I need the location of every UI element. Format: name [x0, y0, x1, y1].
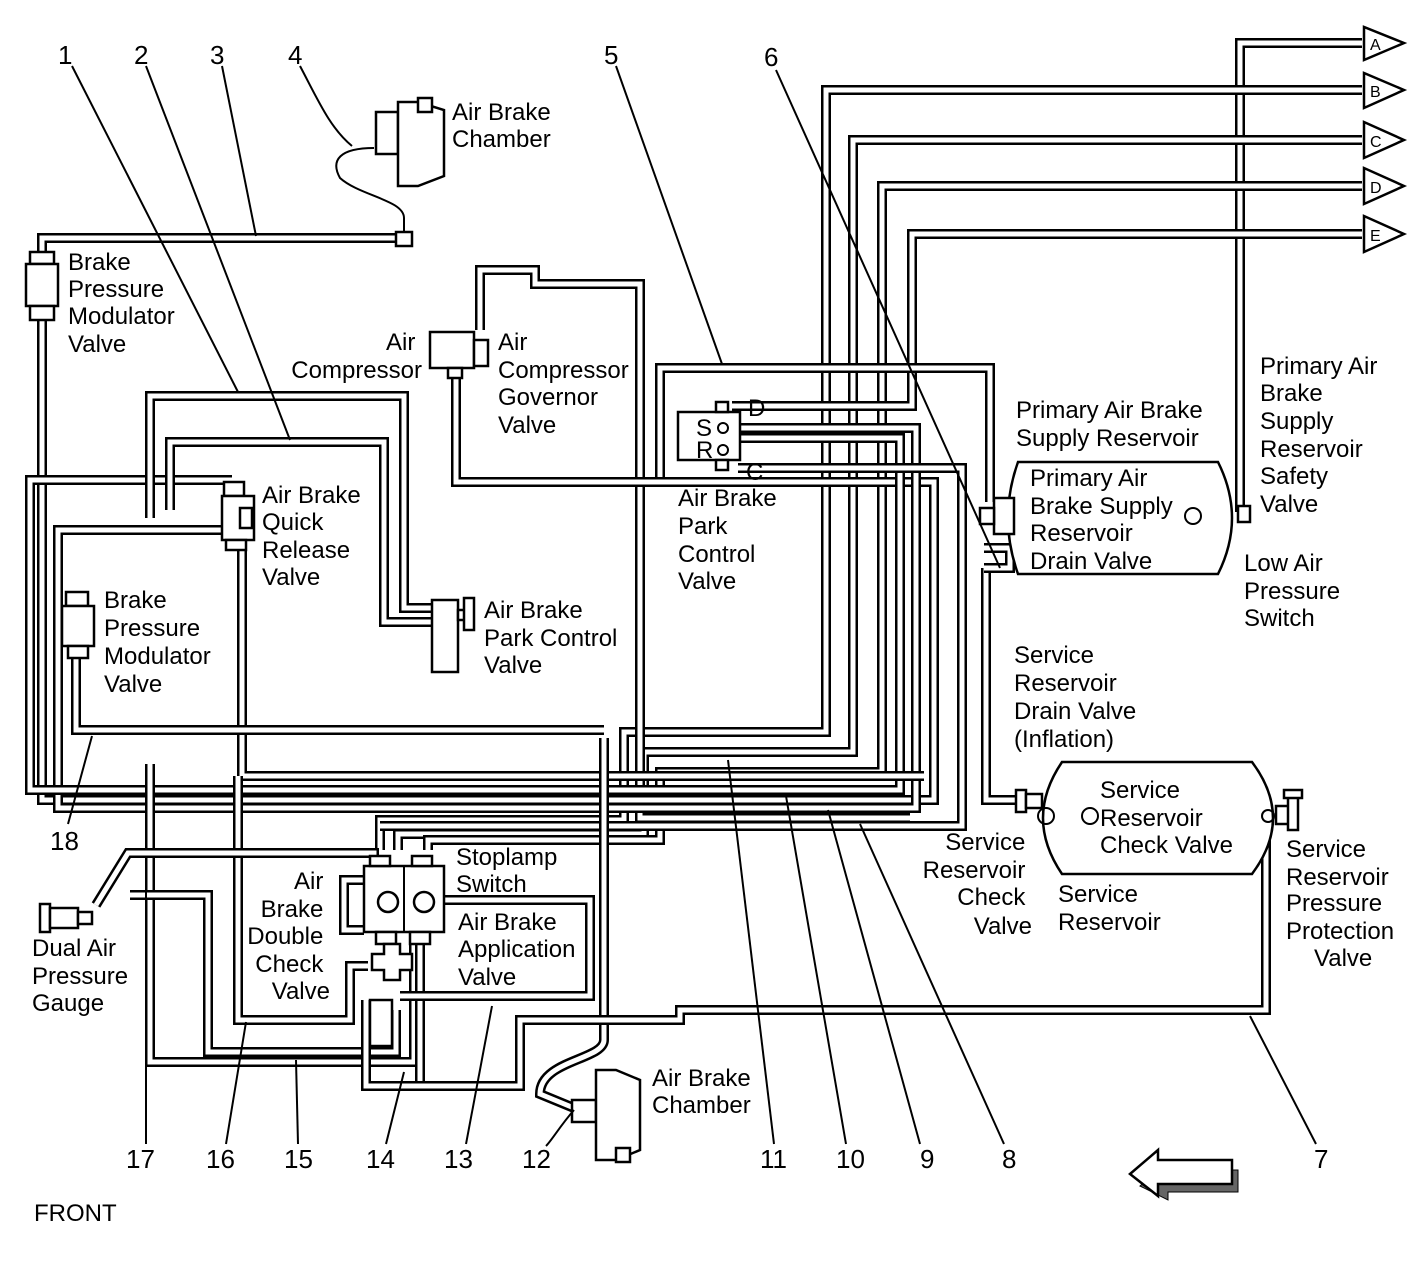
callout-5: 5 [604, 40, 618, 70]
connector-b: B [1370, 84, 1381, 101]
label-primary-air-brake-supply-reservoir-drain-valve: Primary Air Brake Supply Reservoir Drain… [1030, 465, 1179, 575]
callout-8: 8 [1002, 1144, 1016, 1174]
air-brake-chamber-top [374, 96, 446, 248]
label-air-compressor-governor-valve: Air Compressor Governor Valve [498, 329, 635, 439]
label-air-brake-double-check-valve: Air Brake Double Check Valve [247, 868, 330, 1005]
dual-air-pressure-gauge [38, 902, 94, 934]
brake-pressure-modulator-valve-mid [60, 590, 96, 660]
park-valve-port-c: C [746, 459, 763, 486]
callout-11: 11 [760, 1144, 787, 1174]
air-brake-chamber-bottom [570, 1068, 642, 1164]
park-valve-port-d: D [748, 395, 765, 422]
callout-7: 7 [1314, 1144, 1328, 1174]
connector-a: A [1370, 37, 1381, 54]
label-air-brake-quick-release-valve: Air Brake Quick Release Valve [262, 482, 367, 591]
label-service-reservoir: Service Reservoir [1058, 881, 1161, 936]
callout-17: 17 [126, 1144, 155, 1174]
label-air-compressor: Air Compressor [291, 329, 422, 384]
callout-leaders [67, 65, 1317, 1147]
callout-6: 6 [764, 42, 778, 72]
label-low-air-pressure-switch: Low Air Pressure Switch [1244, 550, 1347, 632]
front-label: FRONT [34, 1200, 117, 1227]
primary-air-brake-supply-reservoir [978, 460, 1252, 576]
callout-15: 15 [284, 1144, 313, 1174]
label-brake-pressure-modulator-valve-top: Brake Pressure Modulator Valve [68, 249, 181, 358]
label-primary-air-brake-supply-reservoir-safety-valve: Primary Air Brake Supply Reservoir Safet… [1260, 353, 1384, 518]
callout-16: 16 [206, 1144, 235, 1174]
label-service-reservoir-check-valve-inner: Service Reservoir Check Valve [1100, 777, 1233, 859]
connector-d: D [1370, 180, 1382, 197]
callout-3: 3 [210, 40, 224, 70]
connector-c: C [1370, 134, 1382, 151]
air-brake-park-control-valve-center: S R D C [676, 395, 765, 486]
label-service-reservoir-check-valve-outer: Service Reservoir Check Valve [923, 829, 1032, 940]
callout-14: 14 [366, 1144, 395, 1174]
callout-9: 9 [920, 1144, 934, 1174]
label-primary-air-brake-supply-reservoir: Primary Air Brake Supply Reservoir [1016, 397, 1209, 452]
connector-arrows: A B C D E [1362, 25, 1408, 254]
label-dual-air-pressure-gauge: Dual Air Pressure Gauge [32, 935, 135, 1017]
label-air-brake-chamber-top: Air Brake Chamber [452, 99, 557, 153]
callout-10: 10 [836, 1144, 865, 1174]
label-service-reservoir-pressure-protection-valve: Service Reservoir Pressure Protection Va… [1286, 836, 1401, 972]
component-labels: Air Brake Chamber Brake Pressure Modulat… [32, 99, 1401, 1227]
brake-pressure-modulator-valve-top [24, 250, 60, 322]
air-brake-quick-release-valve [220, 480, 256, 552]
connector-e: E [1370, 228, 1381, 245]
label-brake-pressure-modulator-valve-mid: Brake Pressure Modulator Valve [104, 587, 217, 698]
label-air-brake-application-valve: Air Brake Application Valve [458, 909, 582, 991]
air-brake-double-check-valve [368, 942, 414, 1048]
service-reservoir [1014, 760, 1304, 876]
callout-12: 12 [522, 1144, 551, 1174]
label-air-brake-chamber-bottom: Air Brake Chamber [652, 1065, 757, 1119]
label-air-brake-park-control-valve-center: Air Brake Park Control Valve [678, 485, 783, 595]
callout-13: 13 [444, 1144, 473, 1174]
callout-1: 1 [58, 40, 72, 70]
front-arrow-icon [1128, 1147, 1239, 1201]
label-air-brake-park-control-valve-mid: Air Brake Park Control Valve [484, 597, 624, 679]
air-compressor [428, 330, 490, 380]
label-stoplamp-switch: Stoplamp Switch [456, 844, 564, 898]
park-valve-port-r: R [696, 437, 713, 464]
park-valve-port-s: S [696, 415, 712, 442]
label-service-reservoir-drain-valve: Service Reservoir Drain Valve (Inflation… [1014, 642, 1143, 753]
air-brake-application-valve [362, 854, 446, 946]
callout-18: 18 [50, 826, 79, 856]
callout-4: 4 [288, 40, 302, 70]
air-brake-park-control-valve-mid [430, 596, 476, 674]
callout-2: 2 [134, 40, 148, 70]
callout-numbers: 1 2 3 4 5 6 7 8 9 10 11 12 13 14 15 16 1… [50, 40, 1328, 1174]
